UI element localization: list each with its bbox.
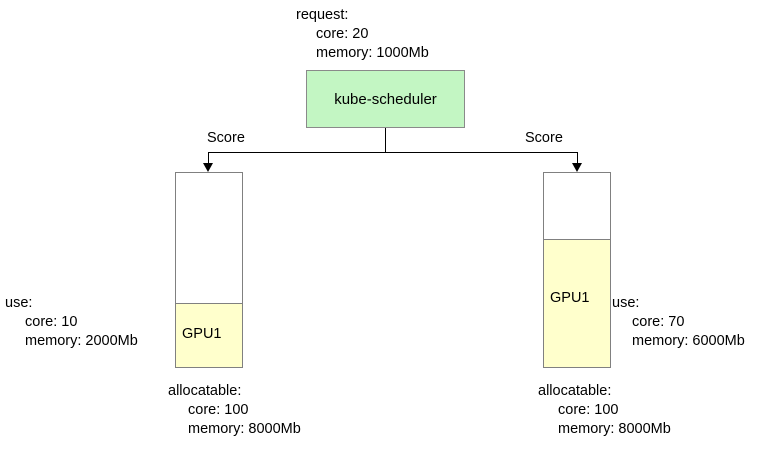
edge-label-score-right: Score [525, 130, 563, 146]
node-right-allocatable-memory: memory: 8000Mb [558, 421, 671, 437]
edge-to-node-right [577, 152, 578, 167]
request-core: core: 20 [316, 26, 369, 42]
node-left-gpu-label: GPU1 [182, 326, 222, 342]
node-left-allocatable-heading: allocatable: [168, 383, 242, 399]
node-right-use-heading: use: [612, 295, 640, 311]
node-right-capacity-bar[interactable]: GPU1 [543, 172, 611, 368]
scheduler-trunk-line [385, 128, 386, 153]
node-right-used-region: GPU1 [544, 239, 610, 367]
request-spec: request: core: 20 memory: 1000Mb [296, 6, 429, 63]
edge-label-score-left: Score [207, 130, 245, 146]
request-heading: request: [296, 7, 349, 23]
node-left-capacity-bar[interactable]: GPU1 [175, 172, 243, 368]
edge-to-node-left [208, 152, 209, 167]
node-right-allocatable-heading: allocatable: [538, 383, 612, 399]
node-left-use-block: use: core: 10 memory: 2000Mb [5, 294, 138, 351]
node-right-use-core: core: 70 [632, 314, 685, 330]
node-right-allocatable-block: allocatable: core: 100 memory: 8000Mb [538, 382, 671, 439]
node-left-use-core: core: 10 [25, 314, 78, 330]
arrow-head-right-icon [572, 163, 582, 172]
request-memory: memory: 1000Mb [316, 45, 429, 61]
node-right-use-memory: memory: 6000Mb [632, 333, 745, 349]
node-left-allocatable-memory: memory: 8000Mb [188, 421, 301, 437]
node-right-gpu-label: GPU1 [550, 290, 590, 306]
node-left-use-heading: use: [5, 295, 33, 311]
kube-scheduler-label: kube-scheduler [334, 90, 437, 108]
node-right-allocatable-core: core: 100 [558, 402, 619, 418]
scheduler-bus-line [208, 152, 578, 153]
node-left-use-memory: memory: 2000Mb [25, 333, 138, 349]
node-left-used-region: GPU1 [176, 303, 242, 367]
kube-scheduler-node[interactable]: kube-scheduler [306, 70, 465, 128]
node-left-allocatable-block: allocatable: core: 100 memory: 8000Mb [168, 382, 301, 439]
node-right-use-block: use: core: 70 memory: 6000Mb [612, 294, 745, 351]
arrow-head-left-icon [203, 163, 213, 172]
node-left-allocatable-core: core: 100 [188, 402, 249, 418]
